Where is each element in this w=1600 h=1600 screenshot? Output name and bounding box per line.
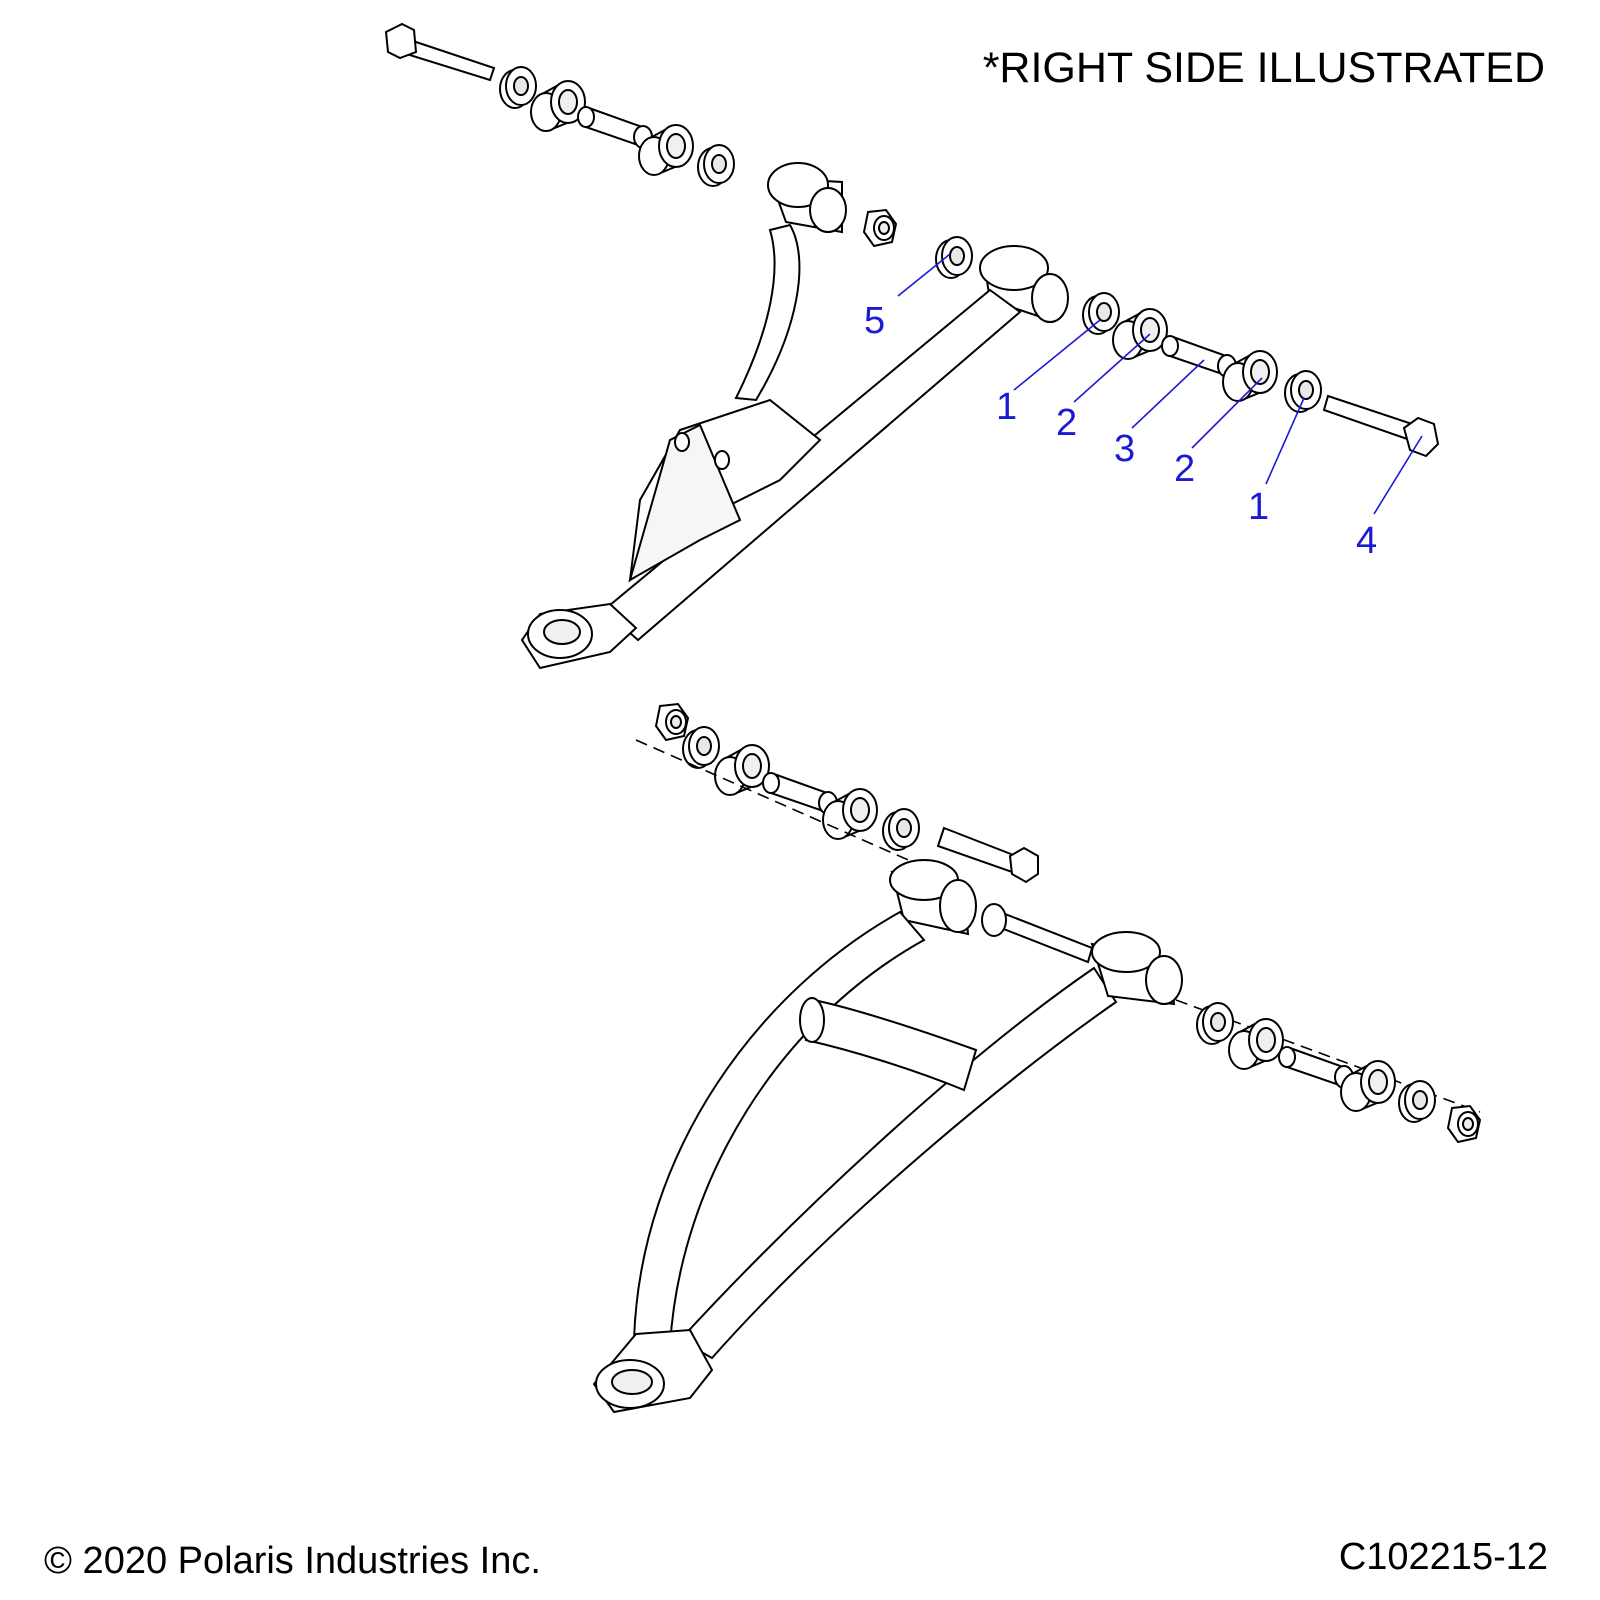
illustration-note: *RIGHT SIDE ILLUSTRATED xyxy=(982,44,1545,92)
bolt-4 xyxy=(1322,394,1440,458)
upper-a-arm xyxy=(520,162,1069,670)
upper-left-washer-1 xyxy=(499,66,537,109)
lower-a-arm xyxy=(592,859,1183,1414)
upper-nut xyxy=(863,209,897,247)
callout-2: 2 xyxy=(1056,402,1078,444)
callout-2: 2 xyxy=(1174,448,1196,490)
upper-left-bolt xyxy=(384,22,496,82)
callout-1: 1 xyxy=(1248,486,1270,528)
upper-nut-5 xyxy=(935,236,973,279)
upper-left-sleeve xyxy=(577,106,653,149)
lower-right-bushing-1 xyxy=(1228,1018,1284,1070)
upper-left-bushing-1 xyxy=(530,80,586,132)
callout-5: 5 xyxy=(864,300,886,342)
washer-1a xyxy=(1082,292,1120,335)
copyright-text: © 2020 Polaris Industries Inc. xyxy=(44,1540,541,1582)
callout-3: 3 xyxy=(1114,428,1136,470)
upper-a-arm-assembly xyxy=(384,22,1440,670)
document-number: C102215-12 xyxy=(1338,1536,1548,1578)
lower-right-sleeve xyxy=(1278,1046,1354,1089)
lower-right-washer-1 xyxy=(1196,1002,1234,1045)
lower-right-nut xyxy=(1447,1105,1481,1143)
callout-4: 4 xyxy=(1356,520,1378,562)
lower-left-axis-line xyxy=(635,739,941,875)
lower-a-arm-assembly xyxy=(592,703,1481,1414)
lower-left-washer-2 xyxy=(882,808,920,851)
lower-right-washer-2 xyxy=(1398,1080,1436,1123)
bushing-2a xyxy=(1112,308,1168,360)
lower-nut-left xyxy=(655,703,689,741)
washer-1b xyxy=(1284,370,1322,413)
upper-left-washer-2 xyxy=(697,144,735,187)
leader-lines-upper xyxy=(897,253,1423,515)
lower-center-bolt xyxy=(981,903,1094,964)
lower-left-bolt xyxy=(936,826,1039,884)
callout-1: 1 xyxy=(996,386,1018,428)
lower-left-washer-1 xyxy=(682,726,720,769)
